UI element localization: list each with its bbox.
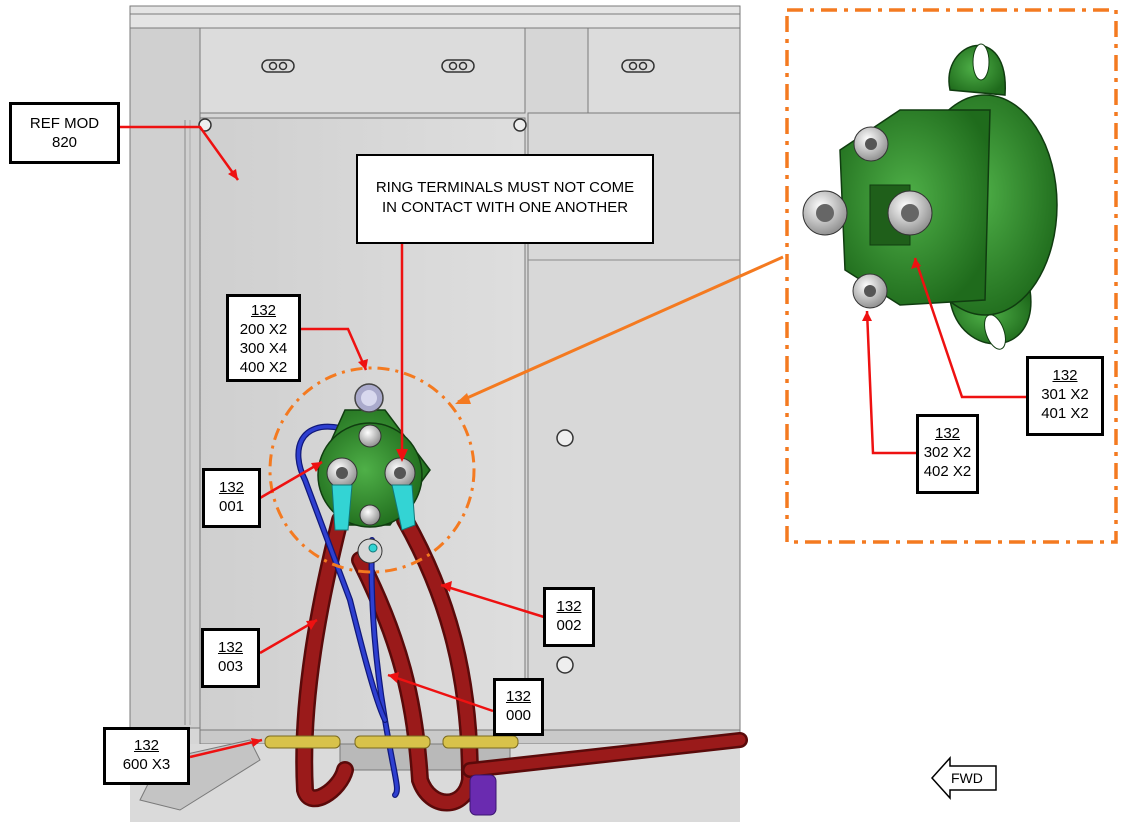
callout-number: 132 — [505, 688, 532, 705]
callout-132-600: 132 600 X3 — [103, 727, 190, 785]
note-ring-terminals: RING TERMINALS MUST NOT COME IN CONTACT … — [356, 154, 654, 244]
callout-132-200: 132 200 X2 300 X4 400 X2 — [226, 294, 301, 382]
callout-number: 132 — [218, 479, 245, 496]
zoom-circle — [268, 366, 476, 574]
solenoid-detail — [802, 43, 1058, 350]
callout-ref-mod: REF MOD 820 — [9, 102, 120, 164]
callout-number: 132 — [934, 425, 961, 442]
callout-number: 132 — [133, 737, 160, 754]
leader-arrowheads — [228, 169, 921, 747]
callout-line: 300 X4 — [239, 340, 288, 357]
callout-line: 200 X2 — [239, 321, 288, 338]
zoom-frame — [785, 8, 1118, 544]
callout-132-302: 132 302 X2 402 X2 — [916, 414, 979, 494]
main-view — [129, 5, 741, 822]
callout-number: 132 — [250, 302, 277, 319]
callout-132-003: 132 003 — [201, 628, 260, 688]
ring-terminal-right — [391, 484, 416, 531]
callout-number: 132 — [1052, 367, 1078, 384]
callout-line: 402 X2 — [923, 463, 972, 480]
callout-132-001: 132 001 — [202, 468, 261, 528]
callout-line: 401 X2 — [1041, 405, 1089, 422]
callout-line: 600 X3 — [122, 756, 171, 773]
callout-number: 132 — [217, 639, 244, 656]
callout-132-002: 132 002 — [543, 587, 595, 647]
callout-line: 001 — [218, 498, 245, 515]
panel-bracket-top — [199, 27, 526, 114]
callout-line: 302 X2 — [923, 444, 972, 461]
leader-lines — [118, 125, 1028, 759]
panel-bracket-right-top — [587, 27, 741, 114]
mount-hole — [198, 118, 574, 674]
callout-ref-mod-line2: 820 — [51, 134, 78, 151]
ring-terminal-left — [331, 484, 353, 531]
callout-line: 301 X2 — [1041, 386, 1089, 403]
callout-number: 132 — [556, 598, 582, 615]
callout-line: 000 — [505, 707, 532, 724]
callout-132-301: 132 301 X2 401 X2 — [1026, 356, 1104, 436]
arrow-left-outline-icon — [930, 756, 997, 800]
callout-line: 002 — [556, 617, 582, 634]
note-line1: RING TERMINALS MUST NOT COME — [375, 179, 635, 196]
zoom-connector — [457, 255, 784, 404]
panel-top-strip — [129, 5, 741, 29]
cable-clamps — [264, 735, 519, 816]
note-line2: IN CONTACT WITH ONE ANOTHER — [381, 199, 629, 216]
fwd-label: FWD — [951, 770, 983, 786]
callout-line: 400 X2 — [239, 359, 288, 376]
callout-132-000: 132 000 — [493, 678, 544, 736]
callout-line: 003 — [217, 658, 244, 675]
callout-ref-mod-line1: REF MOD — [29, 115, 100, 132]
slot-hole — [261, 59, 655, 73]
